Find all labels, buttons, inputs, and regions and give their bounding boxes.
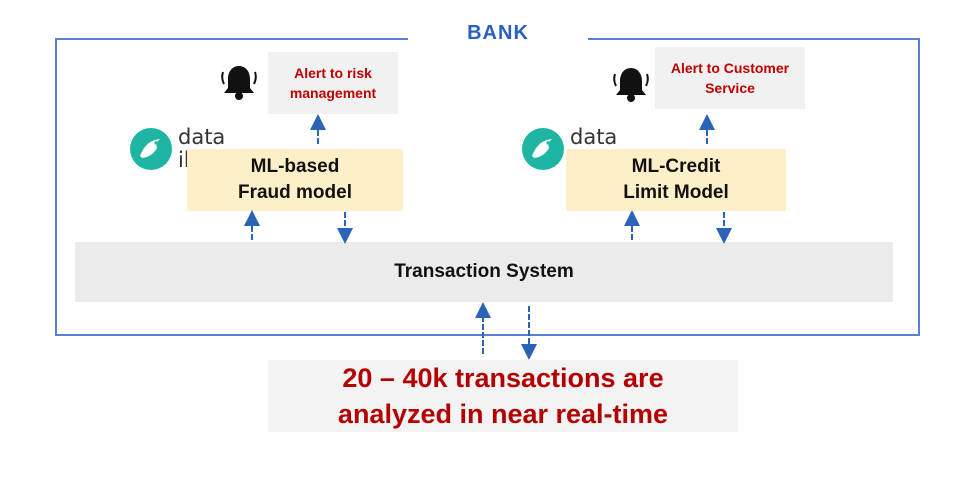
fraud-model-line1: ML-based — [250, 156, 340, 177]
alert-risk-management: Alert to risk management — [268, 52, 398, 114]
dataiku-bird-icon — [522, 128, 564, 170]
credit-model-line1: ML-Credit — [631, 156, 721, 177]
alert-customer-service: Alert to Customer Service — [655, 47, 805, 109]
logo-text-data: data — [570, 125, 618, 149]
transaction-system-box: Transaction System — [75, 242, 893, 302]
credit-limit-model-box: ML-Credit Limit Model — [566, 149, 786, 211]
credit-model-line2: Limit Model — [623, 182, 729, 203]
fraud-model-line2: Fraud model — [237, 182, 352, 203]
banner-line1: 20 – 40k transactions are — [342, 363, 664, 393]
throughput-banner: 20 – 40k transactions are analyzed in ne… — [268, 360, 738, 432]
bell-icon — [610, 64, 652, 104]
dataiku-bird-icon — [130, 128, 172, 170]
bell-icon — [218, 62, 260, 102]
fraud-model-box: ML-based Fraud model — [187, 149, 403, 211]
logo-text-data: data — [178, 125, 226, 149]
banner-line2: analyzed in near real-time — [337, 399, 669, 429]
bank-label: BANK — [408, 18, 588, 48]
